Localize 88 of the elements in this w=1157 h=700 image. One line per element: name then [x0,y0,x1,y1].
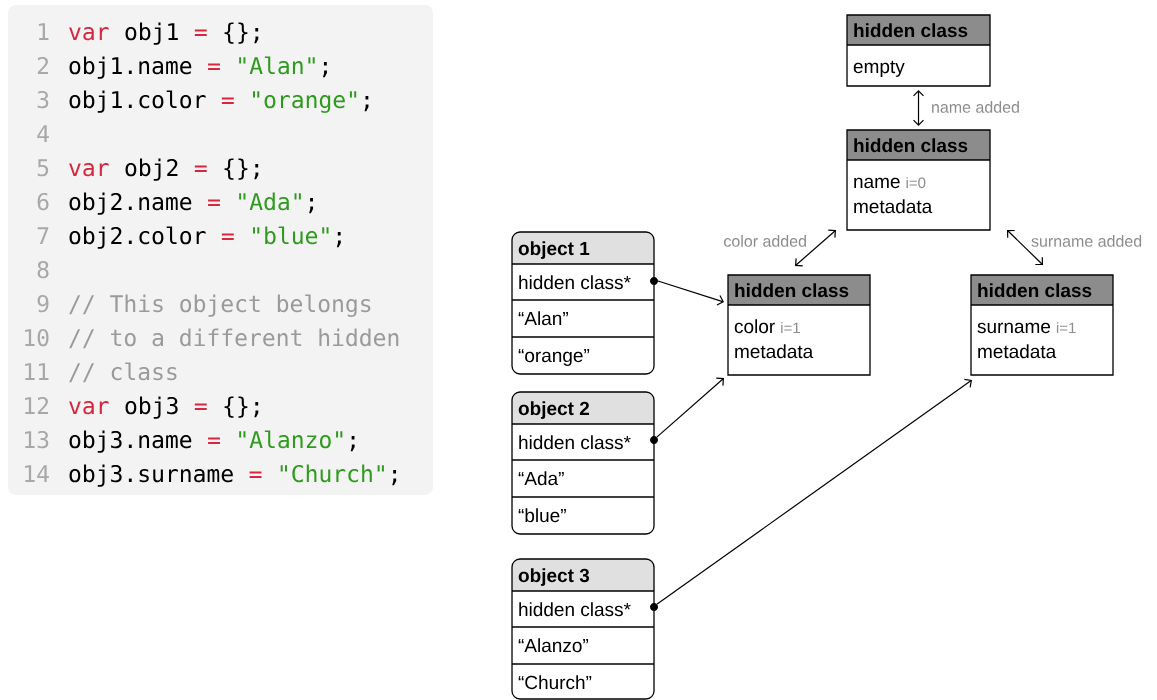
code-text: ; [392,470,397,486]
edge-label: color added [724,235,806,247]
object-title: object 3 [518,568,590,586]
code-text: ; [323,62,327,78]
code-text: {}; [224,396,259,418]
code-text: {}; [224,158,259,180]
field-text: “orange” [518,348,590,366]
code-text: obj1.color [69,90,206,113]
arrow [795,229,836,267]
code-text: "Alan" [239,56,315,75]
object-title: object 2 [518,401,590,419]
field-text: hidden class* [519,435,631,450]
index-text: i=1 [1056,322,1076,333]
code-text: "Church" [280,464,384,483]
code-text: obj2.name [69,192,192,215]
index-text: i=1 [781,322,800,333]
line-number: 1 [38,23,49,40]
box-heading: hidden class [854,23,968,38]
line-number: 11 [25,363,49,380]
box-heading: hidden class [854,138,968,153]
line-number: 6 [37,192,49,211]
field-text: hidden class* [519,602,631,617]
arrow [657,280,724,306]
code-text: "Ada" [239,192,301,211]
arrow [1007,229,1043,266]
field-text: metadata [978,344,1057,359]
box-heading: hidden class [978,283,1092,298]
code-text: // to a different hidden [69,328,399,349]
code-text: ; [309,198,314,214]
code-text: obj2 [125,158,178,181]
code-text: // class [69,362,177,383]
line-number: 12 [25,396,49,414]
code-text: // This object belongs [69,294,371,317]
field-text: metadata [735,344,814,359]
field-text: “Alanzo” [518,638,589,653]
arrow [656,378,972,605]
code-text: var [69,401,109,415]
field-text: metadata [854,199,933,214]
code-text: ; [364,96,369,112]
code-text: obj3.surname [69,464,233,487]
field-text: “Alan” [518,311,568,326]
code-text: var [69,27,109,41]
line-number: 3 [37,90,49,109]
code-text: obj3.name [69,430,192,453]
code-text: obj3 [125,396,178,419]
field-text: “blue” [518,508,566,523]
code-text: = [221,97,234,105]
code-text: = [194,29,207,37]
line-number: 5 [37,159,49,177]
edge-label: surname added [1031,235,1142,247]
code-text: obj1.name [69,56,192,79]
edge-label: name added [932,101,1019,113]
code-text: "orange" [253,91,357,113]
code-text: ; [350,436,355,452]
field-text: empty [853,60,905,77]
arrow [656,377,724,438]
code-text: var [69,163,109,177]
field-text: color [734,319,775,334]
code-text: obj1 [125,22,178,45]
field-text: surname [977,322,1051,334]
line-number: 2 [37,56,49,74]
code-text: = [249,471,262,479]
code-text: "blue" [253,226,329,245]
code-text: = [208,199,220,207]
box-heading: hidden class [735,283,849,298]
field-text: “Ada” [518,471,564,486]
code-text: = [208,63,220,71]
arrow [912,90,925,126]
line-number: 10 [25,328,49,347]
field-text: name [854,177,900,189]
code-text: {}; [224,22,259,44]
code-text: obj2.color [69,226,206,249]
code-text: = [221,233,234,241]
line-number: 13 [25,430,49,449]
code-text: ; [336,232,341,248]
code-text: = [194,403,207,411]
line-number: 8 [37,260,49,279]
object-title: object 1 [518,241,590,259]
field-text: hidden class* [519,275,631,290]
line-number: 9 [37,294,49,313]
code-text: = [208,437,220,445]
line-number: 4 [37,125,49,142]
code-text: = [194,165,207,173]
line-number: 7 [37,227,49,244]
index-text: i=0 [906,177,926,189]
code-text: "Alanzo" [239,430,343,449]
field-text: “Church” [518,675,592,690]
line-number: 14 [25,465,49,482]
